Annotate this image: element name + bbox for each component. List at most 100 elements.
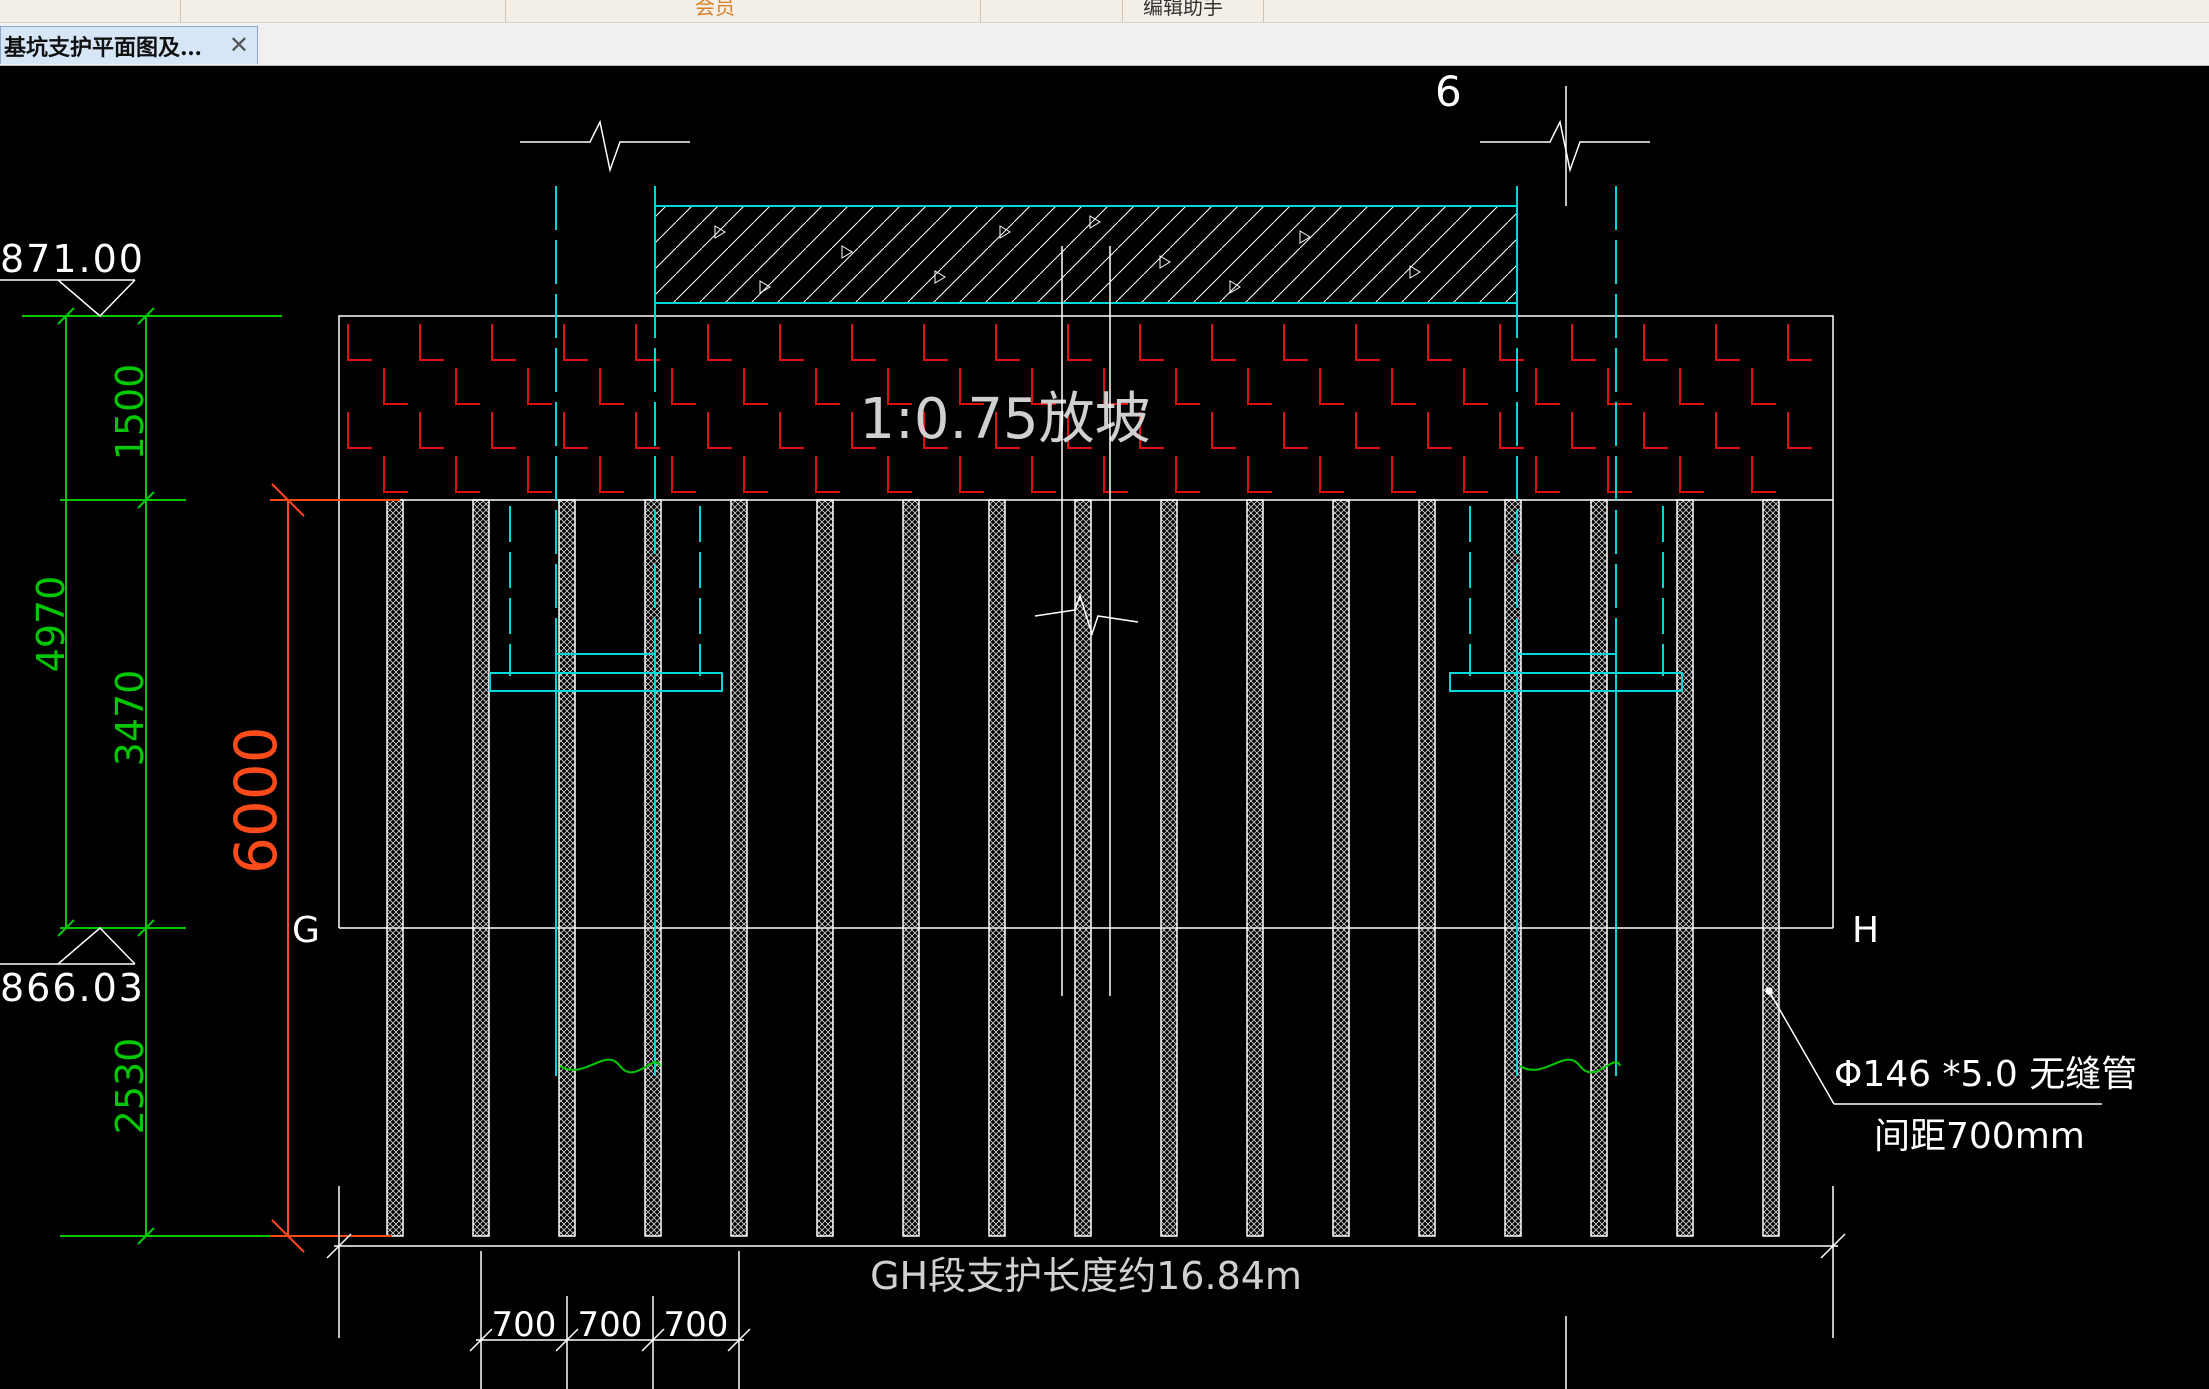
elevation-top-label: 871.00 bbox=[0, 237, 145, 281]
pile bbox=[1074, 499, 1092, 1237]
concrete-aggregate-mark bbox=[1409, 265, 1421, 279]
slope-hatch-mark bbox=[779, 412, 804, 449]
concrete-aggregate-mark bbox=[999, 225, 1011, 239]
slope-hatch-mark bbox=[1139, 324, 1164, 361]
pile bbox=[730, 499, 748, 1237]
slope-hatch-mark bbox=[527, 456, 552, 493]
slope-hatch-mark bbox=[599, 456, 624, 493]
pile-spacing-dimension bbox=[469, 1251, 751, 1389]
slope-hatch-mark bbox=[1535, 456, 1560, 493]
concrete-slab bbox=[654, 205, 1518, 304]
slope-hatch-mark bbox=[959, 456, 984, 493]
pile bbox=[472, 499, 490, 1237]
ribbon-separator bbox=[980, 0, 981, 22]
pile-spacing-label: 700 bbox=[492, 1305, 557, 1345]
slope-hatch-mark bbox=[1355, 412, 1380, 449]
document-tab-title: 基坑支护平面图及… bbox=[4, 34, 203, 61]
pile bbox=[1160, 499, 1178, 1237]
pile bbox=[386, 499, 404, 1237]
slope-hatch-mark bbox=[815, 456, 840, 493]
slope-hatch-mark bbox=[635, 324, 660, 361]
slope-hatch-mark bbox=[1535, 368, 1560, 405]
slope-hatch-mark bbox=[1103, 368, 1128, 405]
slope-hatch-mark bbox=[599, 368, 624, 405]
pile bbox=[1418, 499, 1436, 1237]
document-tab[interactable]: 基坑支护平面图及… ✕ bbox=[0, 26, 258, 64]
slope-hatch-mark bbox=[1391, 456, 1416, 493]
concrete-aggregate-mark bbox=[841, 245, 853, 259]
pipe-spacing-label: 间距700mm bbox=[1874, 1116, 2085, 1157]
ribbon-member-button[interactable]: 会员 bbox=[695, 0, 735, 19]
slope-hatch-mark bbox=[1571, 412, 1596, 449]
document-tab-bar: 基坑支护平面图及… ✕ bbox=[0, 23, 2209, 66]
slope-hatch-mark bbox=[671, 368, 696, 405]
break-symbol-left bbox=[520, 119, 690, 173]
elevation-dimension-chain bbox=[22, 307, 320, 1245]
slope-hatch-mark bbox=[887, 456, 912, 493]
elevation-marker-top bbox=[0, 279, 136, 318]
slope-hatch-mark bbox=[1355, 324, 1380, 361]
slope-hatch-mark bbox=[995, 324, 1020, 361]
slope-hatch-mark bbox=[1103, 456, 1128, 493]
slope-hatch-mark bbox=[491, 412, 516, 449]
slope-hatch-mark bbox=[1175, 456, 1200, 493]
slope-hatch-mark bbox=[1139, 412, 1164, 449]
length-note-label: GH段支护长度约16.84m bbox=[870, 1254, 1302, 1298]
slope-hatch-mark bbox=[383, 368, 408, 405]
anchor-detail-right bbox=[1449, 186, 1683, 1076]
pile bbox=[902, 499, 920, 1237]
slope-hatch-mark bbox=[1607, 456, 1632, 493]
slope-hatch-mark bbox=[635, 412, 660, 449]
ribbon-separator bbox=[505, 0, 506, 22]
slope-hatch-mark bbox=[1211, 412, 1236, 449]
slope-hatch-mark bbox=[527, 368, 552, 405]
dimension-lower-height: 2530 bbox=[108, 1038, 152, 1135]
slope-hatch-mark bbox=[1031, 456, 1056, 493]
pile bbox=[816, 499, 834, 1237]
slope-hatch-mark bbox=[1715, 324, 1740, 361]
elevation-marker-bottom bbox=[0, 926, 136, 965]
anchor-detail-left bbox=[489, 186, 723, 1076]
ribbon-separator bbox=[1263, 0, 1264, 22]
pile-spacing-label: 700 bbox=[578, 1305, 643, 1345]
slope-hatch-mark bbox=[1247, 456, 1272, 493]
concrete-aggregate-mark bbox=[1229, 280, 1241, 294]
slope-hatch-mark bbox=[887, 368, 912, 405]
slope-hatch-mark bbox=[1715, 412, 1740, 449]
length-dimension bbox=[326, 1186, 1846, 1389]
concrete-aggregate-mark bbox=[1089, 215, 1101, 229]
slope-hatch-mark bbox=[1499, 412, 1524, 449]
slope-hatch-mark bbox=[455, 456, 480, 493]
ribbon-edit-helper-button[interactable]: 编辑助手 bbox=[1143, 0, 1223, 19]
slope-hatch-mark bbox=[923, 324, 948, 361]
slope-hatch-mark bbox=[1571, 324, 1596, 361]
close-icon[interactable]: ✕ bbox=[228, 31, 249, 59]
slope-hatch-mark bbox=[1391, 368, 1416, 405]
slope-hatch-mark bbox=[1175, 368, 1200, 405]
pile bbox=[1676, 499, 1694, 1237]
slope-hatch-mark bbox=[1751, 456, 1776, 493]
dimension-middle-height: 3470 bbox=[108, 670, 152, 767]
point-label-h: H bbox=[1852, 910, 1879, 951]
slope-hatch-mark bbox=[1247, 368, 1272, 405]
anchor-curve-right bbox=[1519, 1058, 1621, 1074]
cad-drawing-canvas[interactable]: 6 1:0.75放坡 bbox=[0, 66, 2209, 1389]
slope-hatch-mark bbox=[1319, 368, 1344, 405]
slope-hatch-mark bbox=[419, 412, 444, 449]
pile bbox=[1504, 499, 1522, 1237]
slope-hatch-mark bbox=[1787, 412, 1812, 449]
slope-hatch-mark bbox=[1211, 324, 1236, 361]
dimension-total-height: 4970 bbox=[29, 576, 73, 673]
slope-hatch-mark bbox=[347, 324, 372, 361]
slope-hatch-mark bbox=[851, 412, 876, 449]
slope-hatch-mark bbox=[1283, 412, 1308, 449]
slope-hatch-mark bbox=[1067, 412, 1092, 449]
elevation-bottom-label: 866.03 bbox=[0, 966, 145, 1010]
slope-hatch-mark bbox=[1463, 368, 1488, 405]
slope-hatch-mark bbox=[1067, 324, 1092, 361]
slope-hatch-mark bbox=[671, 456, 696, 493]
pile bbox=[1590, 499, 1608, 1237]
point-label-g: G bbox=[292, 910, 320, 951]
slope-hatch-mark bbox=[1607, 368, 1632, 405]
pile-length-dimension bbox=[270, 483, 400, 1253]
